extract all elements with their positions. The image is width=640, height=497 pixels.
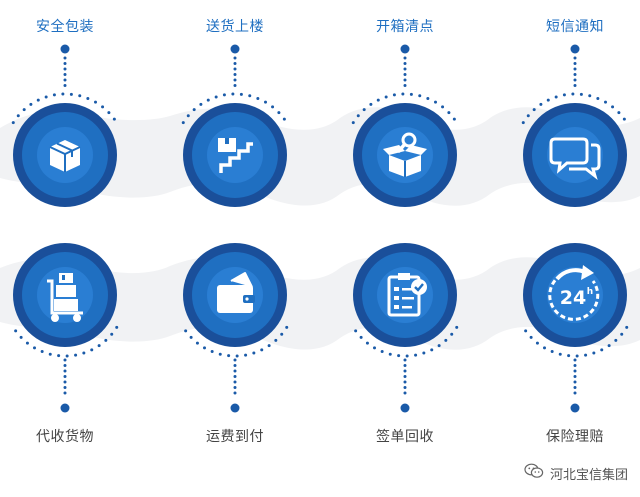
- top-connector-dots-0: [63, 56, 67, 87]
- top-label-0: 安全包装: [36, 19, 94, 35]
- top-node-dot-3: [570, 44, 580, 54]
- top-badge-0: [0, 85, 135, 225]
- bottom-arc-dots-3: [524, 325, 629, 358]
- bottom-badge-2: [335, 225, 475, 365]
- top-connector-dots-3: [573, 56, 577, 87]
- top-arc-dots-1: [181, 92, 286, 125]
- bottom-connector-dots-2: [403, 358, 407, 395]
- top-label-3: 短信通知: [546, 19, 604, 35]
- bottom-label-0: 代收货物: [36, 429, 94, 445]
- bottom-connector-dots-3: [573, 358, 577, 395]
- svg-text:h: h: [587, 287, 593, 297]
- bottom-arc-dots-1: [184, 325, 289, 358]
- chat-bubbles-icon: [549, 137, 601, 181]
- watermark-text: 河北宝信集团: [549, 467, 628, 483]
- wechat-icon: [524, 463, 544, 483]
- top-arc-dots-2: [351, 92, 456, 125]
- top-badge-1: [165, 85, 305, 225]
- clipboard-check-icon: [387, 273, 427, 317]
- bottom-badge-3: 24 h: [505, 225, 640, 365]
- bottom-node-dot-3: [570, 403, 580, 413]
- bottom-node-dot-1: [230, 403, 240, 413]
- bottom-node-dot-2: [400, 403, 410, 413]
- bottom-arc-dots-2: [354, 325, 459, 358]
- top-node-dot-1: [230, 44, 240, 54]
- top-node-dot-0: [60, 44, 70, 54]
- bottom-badge-1: [165, 225, 305, 365]
- top-badge-2: [335, 85, 475, 225]
- hand-truck-icon: [47, 273, 83, 322]
- stairs-box-icon: [218, 138, 253, 173]
- bottom-arc-dots-0: [14, 325, 119, 358]
- top-node-dot-2: [400, 44, 410, 54]
- bottom-label-3: 保险理赔: [546, 429, 604, 445]
- top-label-2: 开箱清点: [376, 19, 434, 35]
- watermark: 河北宝信集团: [524, 463, 628, 483]
- open-box-inspect-icon: [383, 132, 427, 177]
- wallet-icon: [217, 272, 255, 313]
- top-connector-dots-2: [403, 56, 407, 87]
- top-badge-3: [505, 85, 640, 225]
- bottom-connector-dots-1: [233, 358, 237, 395]
- top-arc-dots-3: [521, 92, 626, 125]
- top-arc-dots-0: [11, 92, 116, 125]
- svg-text:24: 24: [560, 287, 586, 309]
- bottom-label-1: 运费到付: [206, 429, 264, 445]
- top-connector-dots-1: [233, 56, 237, 87]
- bottom-label-2: 签单回收: [376, 429, 434, 445]
- bottom-connector-dots-0: [63, 358, 67, 395]
- top-connector-band: [0, 107, 640, 206]
- 24h-clock-icon: 24 h: [548, 265, 600, 321]
- bottom-connector-band: [0, 257, 640, 350]
- top-label-1: 送货上楼: [206, 19, 264, 35]
- bottom-node-dot-0: [60, 403, 70, 413]
- box-icon: [49, 140, 81, 172]
- bottom-badge-0: [0, 225, 135, 365]
